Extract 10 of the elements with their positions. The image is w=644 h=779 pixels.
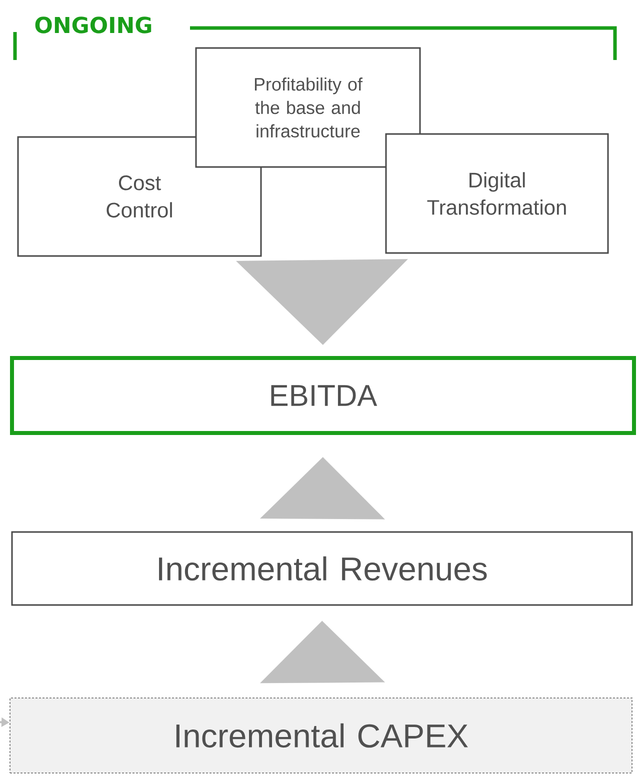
process-box: Digital Transformation: [385, 133, 609, 254]
process-box: Cost Control: [17, 136, 262, 257]
chevron-arrow: [236, 259, 408, 345]
chevron-arrow: [260, 457, 385, 520]
process-box: Incremental Revenues: [11, 531, 633, 606]
chevron-arrow: [260, 620, 385, 684]
investment-box: Incremental CAPEX: [10, 698, 632, 774]
result-box: EBITDA: [10, 356, 636, 435]
process-box: Profitability of the base and infrastructure: [195, 47, 421, 168]
group-heading: ONGOING: [35, 16, 152, 34]
